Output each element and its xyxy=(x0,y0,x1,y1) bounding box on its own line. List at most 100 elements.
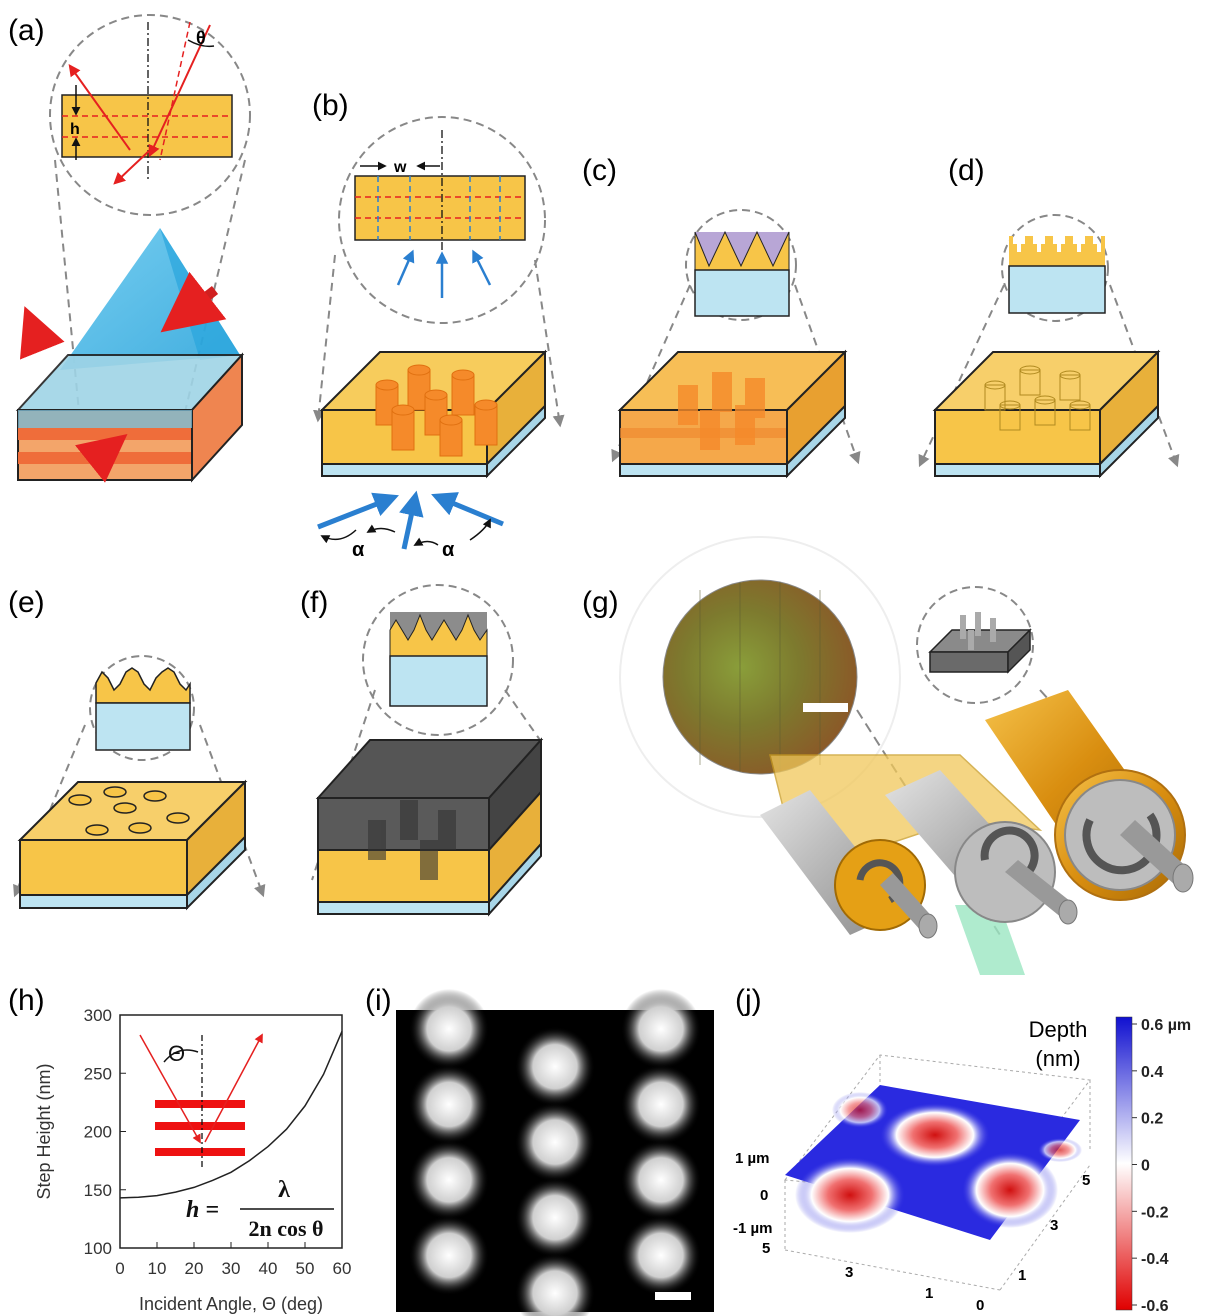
x-axis-label: Incident Angle, Θ (deg) xyxy=(139,1294,323,1314)
panel-h-label: (h) xyxy=(8,984,45,1017)
out-arrow xyxy=(19,306,65,360)
colorbar-tick-label: 0.2 xyxy=(1141,1111,1163,1128)
z-tick: -1 µm xyxy=(733,1220,773,1237)
alpha-right: α xyxy=(442,539,455,561)
panel-g: (g) xyxy=(582,536,1194,975)
substrate-cross-section xyxy=(694,269,790,317)
pillars xyxy=(375,364,498,457)
panel-c-label: (c) xyxy=(582,154,617,187)
middle-roller xyxy=(885,770,1078,925)
intensity-spots xyxy=(409,988,701,1316)
panel-e: (e) xyxy=(8,586,266,911)
x-tick-label: 10 xyxy=(148,1259,167,1278)
formula-denominator: 2n cos θ xyxy=(248,1216,323,1241)
stepped-profile xyxy=(95,667,191,704)
bright-spot xyxy=(621,1139,701,1220)
inset-layer xyxy=(155,1122,245,1130)
colorbar-tick-label: -0.6 xyxy=(1141,1298,1169,1315)
panel-d-label: (d) xyxy=(948,154,985,187)
panel-f-label: (f) xyxy=(300,586,328,619)
x-tick-label: 40 xyxy=(259,1259,278,1278)
x-tick: 3 xyxy=(845,1264,853,1281)
z-tick: 1 µm xyxy=(735,1150,770,1167)
x-tick: 5 xyxy=(762,1240,770,1257)
panel-d: (d) xyxy=(918,154,1180,479)
panel-g-label: (g) xyxy=(582,586,619,619)
y-tick: 3 xyxy=(1050,1217,1058,1234)
stepped-holes xyxy=(984,365,1091,431)
bright-spot xyxy=(621,988,701,1069)
substrate xyxy=(321,463,488,477)
formula-lhs: h = xyxy=(186,1197,219,1223)
stepped-pillars xyxy=(68,786,190,836)
panel-j: (j) Depth (nm) 1 µm 0 -1 µm 5 3 1 0 1 3 … xyxy=(733,984,1191,1315)
exposure-arrow-center xyxy=(399,490,424,550)
in-arrow xyxy=(160,271,227,333)
y-tick-label: 200 xyxy=(84,1123,112,1142)
scale-bar xyxy=(803,703,848,712)
incident-ray xyxy=(148,24,211,158)
panel-f: (f) xyxy=(300,584,544,917)
depth-unit: (nm) xyxy=(1035,1046,1080,1071)
colorbar-tick-label: -0.2 xyxy=(1141,1204,1169,1221)
reflected-ray xyxy=(68,64,131,151)
alpha-left: α xyxy=(352,539,365,561)
x-tick-label: 30 xyxy=(222,1259,241,1278)
exposure-arrow-left xyxy=(317,492,399,530)
formula-numerator: λ xyxy=(278,1177,290,1203)
film-cross-section xyxy=(61,94,233,158)
connector xyxy=(54,159,86,476)
theta-arc xyxy=(187,39,215,48)
bright-spot xyxy=(621,1215,701,1296)
colorbar-tick-label: -0.4 xyxy=(1141,1251,1169,1268)
y-tick-label: 100 xyxy=(84,1239,112,1258)
refracted-ray xyxy=(113,149,151,185)
h-symbol: h xyxy=(70,121,80,138)
inset-angle-arc xyxy=(163,1049,199,1063)
large-roller xyxy=(985,690,1194,901)
step-height-curve xyxy=(119,1031,343,1199)
y-tick: 1 xyxy=(1018,1267,1026,1284)
incident-extension xyxy=(159,21,191,161)
x-tick: 1 xyxy=(925,1285,933,1302)
small-roller xyxy=(760,790,938,939)
uv-light xyxy=(955,905,1025,975)
theta-symbol: θ xyxy=(196,28,206,48)
x-tick-label: 20 xyxy=(185,1259,204,1278)
colorbar xyxy=(1115,1016,1133,1311)
bright-spot xyxy=(409,1215,489,1296)
slab-side xyxy=(191,352,243,483)
bright-spot xyxy=(409,1064,489,1145)
replica-film xyxy=(389,613,488,657)
panel-c: (c) xyxy=(582,154,861,479)
bright-spot xyxy=(515,1102,595,1183)
panel-b: (b) w xyxy=(312,89,565,561)
scale-bar xyxy=(655,1292,691,1300)
exposure-arrow-right xyxy=(431,492,504,527)
panel-b-label: (b) xyxy=(312,89,349,122)
plot-frame xyxy=(119,1014,343,1249)
y-tick-label: 150 xyxy=(84,1181,112,1200)
x-tick-label: 50 xyxy=(296,1259,315,1278)
bright-spot xyxy=(409,1139,489,1220)
stepped-film xyxy=(1009,236,1105,266)
y-tick: 5 xyxy=(1082,1172,1090,1189)
panel-a: (a) θ h xyxy=(8,14,251,483)
inset-layer xyxy=(155,1100,245,1108)
x-tick-label: 0 xyxy=(115,1259,124,1278)
y-axis-label: Step Height (nm) xyxy=(34,1063,54,1199)
y-tick: 0 xyxy=(976,1297,984,1314)
x-tick-label: 60 xyxy=(333,1259,352,1278)
inset-layer xyxy=(155,1148,245,1156)
colorbar-tick-label: 0.6 µm xyxy=(1141,1017,1191,1034)
panel-a-label: (a) xyxy=(8,14,45,47)
panel-i-label: (i) xyxy=(365,984,392,1017)
w-symbol: w xyxy=(393,159,407,176)
panel-i: (i) xyxy=(365,984,714,1316)
bright-spot xyxy=(409,988,489,1069)
panel-j-label: (j) xyxy=(735,984,762,1017)
wafer-photo xyxy=(662,579,858,775)
panel-e-label: (e) xyxy=(8,586,45,619)
